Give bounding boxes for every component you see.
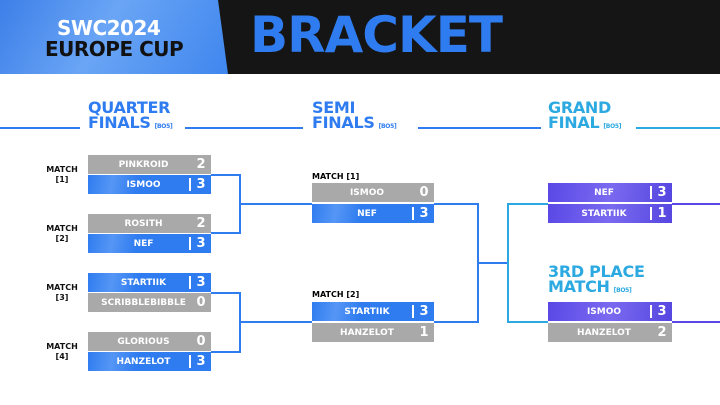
player-name: STARTIIK — [344, 306, 390, 317]
divider — [0, 127, 80, 129]
player-name: ISMOO — [586, 306, 622, 317]
third-place-player-2[interactable]: HANZELOT 2 — [548, 323, 672, 342]
connector — [434, 321, 479, 323]
connector — [477, 262, 508, 264]
header-banner: SWC2024 EUROPE CUP BRACKET — [0, 0, 720, 74]
player-name: GLORIOUS — [117, 336, 170, 347]
player-score: 1 — [650, 207, 672, 220]
connector — [507, 203, 548, 205]
connector — [211, 174, 241, 176]
player-name: ISMOO — [349, 187, 385, 198]
match-label: MATCH[1] — [46, 165, 78, 184]
match-label: MATCH [1] — [312, 172, 360, 181]
semi-1-player-1[interactable]: ISMOO 0 — [312, 183, 434, 202]
player-name: HANZELOT — [577, 327, 631, 338]
divider — [185, 127, 303, 129]
connector — [672, 203, 720, 205]
player-name: NEF — [133, 238, 154, 249]
player-name: NEF — [594, 187, 614, 198]
player-score: 3 — [189, 355, 211, 368]
page-title: BRACKET — [250, 6, 503, 64]
match-1-player-2[interactable]: ISMOO 3 — [88, 175, 211, 194]
match-4-player-1[interactable]: GLORIOUS 0 — [88, 332, 211, 351]
player-name: PINKROID — [118, 159, 169, 170]
connector — [434, 203, 479, 205]
match-label: MATCH[4] — [46, 342, 78, 361]
event-name: SWC2024 — [57, 16, 161, 40]
player-score: 0 — [196, 295, 206, 310]
match-label: MATCH[2] — [46, 224, 78, 243]
divider — [418, 127, 541, 129]
grand-final-player-1[interactable]: NEF 3 — [548, 183, 672, 202]
connector — [211, 232, 241, 234]
match-3-player-2[interactable]: SCRIBBLEBIBBLE 0 — [88, 293, 211, 312]
player-name: STARTIIK — [120, 277, 167, 288]
connector — [211, 351, 241, 353]
match-1-player-1[interactable]: PINKROID 2 — [88, 155, 211, 174]
player-score: 2 — [196, 157, 206, 172]
player-score: 3 — [189, 237, 211, 250]
player-name: HANZELOT — [116, 356, 171, 367]
event-subtitle: EUROPE CUP — [45, 37, 184, 61]
player-name: HANZELOT — [340, 327, 394, 338]
connector — [672, 321, 720, 323]
match-label: MATCH [2] — [312, 290, 360, 299]
divider — [636, 127, 720, 129]
match-2-player-1[interactable]: ROSITH 2 — [88, 214, 211, 233]
semi-1-player-2[interactable]: NEF 3 — [312, 204, 434, 223]
connector — [239, 321, 312, 323]
connector — [211, 292, 241, 294]
player-score: 2 — [657, 325, 667, 340]
player-score: 3 — [650, 186, 672, 199]
player-score: 3 — [189, 276, 211, 289]
connector — [507, 321, 548, 323]
third-place-player-1[interactable]: ISMOO 3 — [548, 302, 672, 321]
match-4-player-2[interactable]: HANZELOT 3 — [88, 352, 211, 371]
semi-2-player-2[interactable]: HANZELOT 1 — [312, 323, 434, 342]
player-name: NEF — [357, 208, 377, 219]
player-score: 0 — [196, 334, 206, 349]
player-score: 0 — [419, 185, 429, 200]
player-name: SCRIBBLEBIBBLE — [101, 297, 186, 308]
player-score: 1 — [419, 325, 429, 340]
grand-final-player-2[interactable]: STARTIIK 1 — [548, 204, 672, 223]
connector — [239, 203, 312, 205]
player-score: 3 — [650, 305, 672, 318]
match-2-player-2[interactable]: NEF 3 — [88, 234, 211, 253]
semi-2-player-1[interactable]: STARTIIK 3 — [312, 302, 434, 321]
player-score: 3 — [189, 178, 211, 191]
player-name: STARTIIK — [581, 208, 627, 219]
match-3-player-1[interactable]: STARTIIK 3 — [88, 273, 211, 292]
player-score: 2 — [196, 216, 206, 231]
player-score: 3 — [412, 305, 434, 318]
connector — [507, 203, 509, 323]
player-name: ISMOO — [126, 179, 161, 190]
match-label: MATCH[3] — [46, 283, 78, 302]
event-logo-panel — [0, 0, 228, 74]
player-name: ROSITH — [124, 218, 163, 229]
player-score: 3 — [412, 207, 434, 220]
